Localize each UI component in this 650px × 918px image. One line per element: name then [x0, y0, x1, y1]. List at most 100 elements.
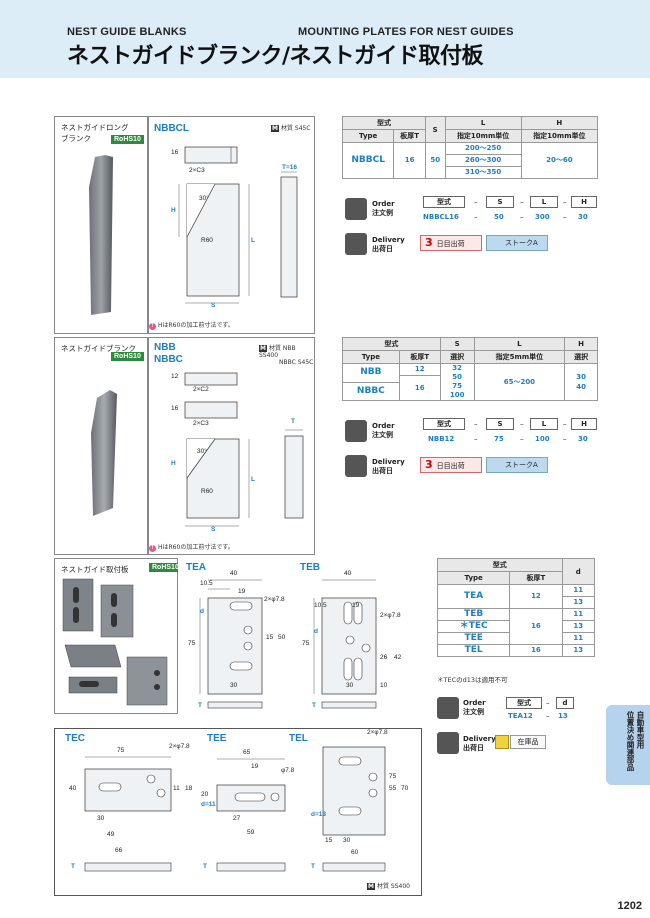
cell-h2: 40: [576, 383, 586, 391]
tea-teb-drawing: [199, 579, 377, 709]
teb-dim-30: 30: [346, 682, 354, 689]
delivery-label-en: Delivery: [463, 735, 496, 743]
order-sep: –: [563, 198, 567, 206]
order-col-h: H: [571, 196, 597, 208]
delivery-days-label: 日目出荷: [436, 462, 465, 470]
dim-t16: T=16: [282, 164, 297, 171]
order-sep: –: [520, 198, 524, 206]
tel-dim-75: 75: [389, 773, 397, 780]
order-val-h: 30: [578, 435, 588, 443]
dim-2xc2: 2×C2: [193, 386, 209, 393]
tec-label: TEC: [65, 733, 85, 744]
material-value: S45C: [294, 125, 311, 132]
order-sep: –: [546, 712, 550, 720]
tel-dim-55: 55: [389, 785, 397, 792]
rohs-badge: RoHS10: [111, 352, 144, 361]
tec-dim-30: 30: [97, 815, 105, 822]
th-h2: 指定10mm単位: [520, 129, 599, 143]
page-number: 1202: [617, 900, 642, 912]
cell-d-tea-1: 11: [561, 584, 596, 597]
dim-angle: 30°: [197, 448, 207, 455]
th-h2: 選択: [564, 350, 598, 364]
te-panel-title: ネストガイド取付板: [61, 565, 129, 574]
dim-r60: R60: [201, 488, 213, 495]
nbb-panel-title: ネストガイドブランク: [61, 344, 136, 353]
order-sep: –: [563, 435, 567, 443]
teb-dim-10: 10: [380, 682, 388, 689]
note-icon: T: [149, 323, 156, 330]
dim-h: H: [171, 207, 176, 214]
te-note: ＊TECのd13は適用不可: [437, 676, 508, 684]
tee-dim-hole: φ7.8: [281, 767, 295, 774]
order-label-en: Order: [372, 200, 395, 208]
tee-dim-27: 27: [233, 815, 241, 822]
tee-dim-59: 59: [247, 829, 255, 836]
dim-12: 12: [171, 373, 179, 380]
cell-d-tec-2: 13: [561, 620, 596, 633]
order-sep: –: [520, 420, 524, 428]
th-s2: 選択: [439, 350, 475, 364]
cell-t-16: 16: [398, 375, 441, 401]
side-category-tab: 自動車型用 位置決め関連部品: [606, 705, 650, 785]
nbbc-code: NBBC: [154, 354, 183, 365]
nbb-code: NBB: [154, 342, 176, 353]
delivery-days-number: 3: [425, 236, 433, 249]
cell-d-tea-2: 13: [561, 596, 596, 609]
th-type-jp: 型式: [342, 337, 441, 351]
order-sep: –: [474, 420, 478, 428]
tec-dim-49: 49: [107, 831, 115, 838]
te-photo: [62, 578, 168, 706]
tea-dim-10-5: 10.5: [200, 580, 213, 587]
teb-dim-75: 75: [302, 640, 310, 647]
th-d: d: [561, 558, 596, 585]
tec-tee-tel-drawing: [84, 746, 386, 872]
tel-dim-holes: 2×φ7.8: [367, 729, 388, 736]
cell-l1: 200～250: [444, 142, 522, 155]
note-icon: T: [149, 545, 156, 552]
rohs-badge: RoHS10: [149, 563, 182, 572]
cell-s1: 32: [452, 364, 463, 372]
th-h: H: [564, 337, 598, 351]
th-t: 板厚T: [393, 129, 426, 143]
tea-dim-75: 75: [188, 640, 196, 647]
page-title: ネストガイドブランク/ネストガイド取付板: [67, 44, 484, 69]
cell-h: 20～60: [520, 142, 599, 179]
order-val-s: 50: [494, 213, 504, 221]
dim-2xc3: 2×C3: [193, 420, 209, 427]
order-col-s: S: [486, 418, 514, 430]
dim-r60: R60: [201, 237, 213, 244]
cell-d-tee: 11: [561, 632, 596, 645]
nbb-drawing: [184, 372, 304, 527]
cell-type-nbbc: NBBC: [342, 381, 400, 401]
order-col-type: 型式: [423, 196, 465, 208]
order-val-h: 30: [578, 213, 588, 221]
nbbcl-photo: [89, 155, 113, 315]
order-val-d: 13: [558, 712, 568, 720]
dim-s: S: [211, 302, 216, 309]
tec-dim-66: 66: [115, 847, 123, 854]
order-sep: –: [546, 699, 550, 707]
order-label-jp: 注文例: [372, 209, 393, 217]
order-col-l: L: [530, 418, 558, 430]
dim-2xc3: 2×C3: [189, 167, 205, 174]
dim-angle: 30°: [199, 195, 209, 202]
side-tab-text-2: 位置決め関連部品: [626, 711, 635, 771]
cell-d-tel: 13: [561, 644, 596, 657]
delivery-label-jp: 出荷日: [372, 245, 393, 253]
th-l: L: [444, 116, 522, 130]
order-sep: –: [520, 435, 524, 443]
tel-dim-30: 30: [343, 837, 351, 844]
order-icon: [345, 420, 367, 442]
tea-dim-30: 30: [230, 682, 238, 689]
th-s: S: [439, 337, 475, 351]
th-type: Type: [436, 571, 511, 585]
th-type-jp: 型式: [342, 116, 426, 130]
delivery-label-jp: 出荷日: [372, 467, 393, 475]
